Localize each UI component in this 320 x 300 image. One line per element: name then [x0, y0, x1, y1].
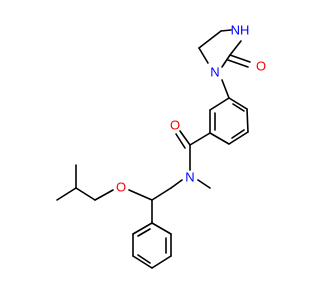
structure-diagram: NH O N O N O [56, 22, 266, 269]
benzyl-bond-2 [151, 222, 172, 235]
ring-double-a [232, 103, 245, 112]
isobutoxy-chain [56, 164, 153, 201]
bond-n-ch2 [170, 179, 183, 189]
imidazolidinone-ring [198, 29, 251, 68]
amide-group [170, 130, 211, 189]
bond-o-ch2 [94, 189, 114, 201]
bond-amide-co-1 [179, 130, 191, 146]
benzyl-bond-5 [132, 255, 153, 269]
o-amide-label: O [170, 117, 180, 132]
ring-bond-3 [228, 131, 249, 145]
benzamide-ring [209, 79, 249, 145]
bond-aryl-o [128, 189, 153, 201]
bond-aryl-carbonyl [189, 132, 211, 146]
ring-double-b [231, 129, 245, 139]
bond-c-nh [220, 29, 232, 32]
n-amide-label: N [185, 169, 194, 184]
bond-n-aryl [221, 79, 230, 99]
nh-urea-label: NH [231, 22, 250, 37]
bond-c-n-imid [198, 47, 209, 64]
bond-carbonyl-n [229, 40, 242, 56]
bond-n-methyl [197, 179, 211, 189]
o-ether-label: O [116, 179, 126, 194]
benzyl-double-b [137, 254, 151, 264]
molecule-canvas: NH O N O N O [56, 22, 267, 269]
benzyl-bond-7 [132, 222, 153, 235]
bond-ch-me2 [56, 187, 77, 201]
bond-carbonyl-n2 [221, 54, 231, 68]
benzyl-ring [132, 187, 172, 269]
bond-ch2-aryl [151, 187, 172, 201]
bond-urea-co-2 [227, 59, 249, 68]
ring-bond-4 [209, 132, 230, 145]
ring-bond-2 [246, 108, 249, 133]
ring-bond-6 [209, 97, 230, 111]
benzyl-bond-4 [151, 255, 172, 269]
benzyl-double-c [137, 228, 151, 237]
bond-urea-co-1 [229, 54, 251, 63]
n-imid-label: N [210, 64, 219, 79]
bond-c-c-ring [198, 30, 222, 49]
ring-bond-1 [228, 97, 248, 110]
bond-amide-co-2 [175, 133, 186, 149]
o-urea-label: O [256, 58, 266, 73]
bond-ch2-ch [75, 187, 96, 201]
